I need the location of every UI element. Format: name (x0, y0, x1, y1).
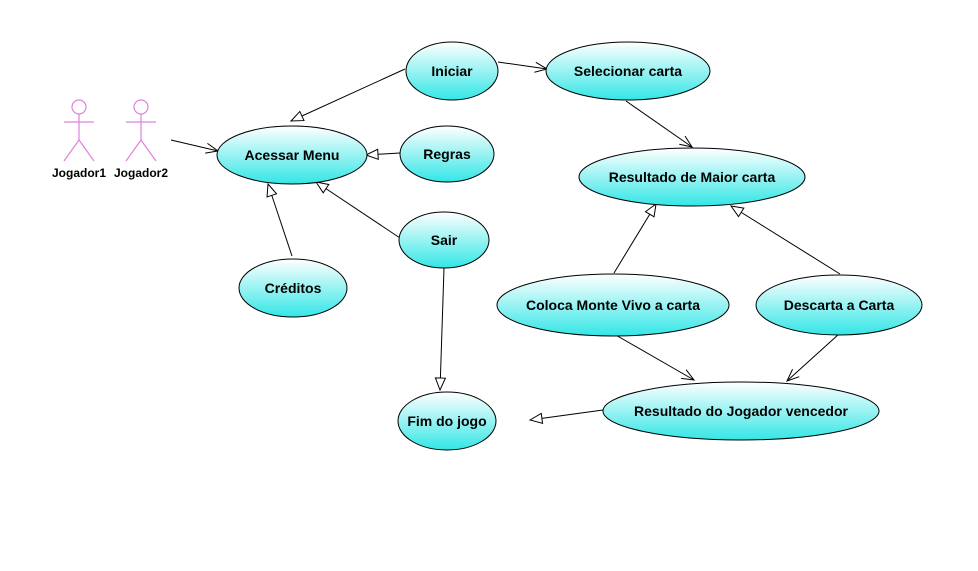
use-case-acessar-menu[interactable]: Acessar Menu (216, 125, 368, 185)
actor-jogador1[interactable]: Jogador1 (52, 99, 106, 180)
relation-coloca_monte_vivo-to-resultado_maior_carta (613, 202, 657, 274)
triangle-arrowhead (364, 148, 379, 161)
relations-layer (170, 61, 841, 425)
use-case-label: Descarta a Carta (784, 297, 895, 313)
triangle-arrowhead (289, 110, 305, 122)
use-case-label: Resultado de Maior carta (609, 169, 776, 185)
use-case-ellipse (496, 273, 730, 337)
use-case-ellipse (602, 381, 880, 441)
stick-figure-icon (63, 99, 95, 162)
relation-coloca_monte_vivo-to-resultado_vencedor (613, 333, 696, 381)
use-case-label: Regras (423, 146, 471, 162)
use-case-sair[interactable]: Sair (398, 211, 490, 269)
use-case-label: Acessar Menu (245, 147, 340, 163)
actor-label: Jogador2 (114, 166, 168, 180)
triangle-arrowhead (729, 205, 745, 218)
use-case-label: Iniciar (431, 63, 473, 79)
use-case-label: Resultado do Jogador vencedor (634, 403, 848, 419)
relation-iniciar-to-selecionar_carta (497, 61, 549, 73)
use-case-creditos[interactable]: Créditos (238, 258, 348, 318)
use-case-ellipse (397, 391, 497, 451)
use-case-ellipse (238, 258, 348, 318)
use-case-ellipse (399, 125, 495, 183)
use-case-iniciar[interactable]: Iniciar (405, 41, 499, 101)
relation-resultado_vencedor-to-fim_do_jogo (528, 409, 604, 425)
use-case-ellipse (545, 41, 711, 101)
use-case-ellipse (405, 41, 499, 101)
use-case-resultado-vencedor[interactable]: Resultado do Jogador vencedor (602, 381, 880, 441)
use-case-selecionar-carta[interactable]: Selecionar carta (545, 41, 711, 101)
actors-layer: Jogador1 Jogador2 (52, 99, 168, 180)
use-case-ellipse (398, 211, 490, 269)
use-case-label: Sair (431, 232, 458, 248)
use-case-ellipse (578, 147, 806, 207)
stick-figure-icon (125, 99, 157, 162)
use-case-label: Selecionar carta (574, 63, 682, 79)
actor-jogador2[interactable]: Jogador2 (114, 99, 168, 180)
use-case-resultado-maior-carta[interactable]: Resultado de Maior carta (578, 147, 806, 207)
relation-regras-to-acessar_menu (364, 148, 401, 161)
open-arrowhead (681, 369, 696, 381)
relation-selecionar_carta-to-resultado_maior_carta (625, 100, 694, 148)
use-case-descarta-carta[interactable]: Descarta a Carta (755, 274, 923, 336)
triangle-arrowhead (266, 182, 278, 198)
use-case-ellipse (755, 274, 923, 336)
triangle-arrowhead (644, 202, 657, 218)
triangle-arrowhead (314, 181, 330, 194)
use-case-label: Fim do jogo (407, 413, 486, 429)
relation-sair-to-fim_do_jogo (434, 267, 447, 392)
use-case-coloca-monte-vivo[interactable]: Coloca Monte Vivo a carta (496, 273, 730, 337)
use-case-fim-do-jogo[interactable]: Fim do jogo (397, 391, 497, 451)
use-case-ellipse (216, 125, 368, 185)
triangle-arrowhead (434, 377, 447, 392)
relation-jogador2-to-acessar_menu (170, 139, 220, 154)
open-arrowhead (679, 135, 694, 148)
use-case-regras[interactable]: Regras (399, 125, 495, 183)
relation-descarta_carta-to-resultado_maior_carta (729, 205, 841, 275)
actor-label: Jogador1 (52, 166, 106, 180)
use-case-label: Créditos (265, 280, 322, 296)
open-arrowhead (786, 369, 800, 382)
triangle-arrowhead (528, 412, 544, 425)
use-case-label: Coloca Monte Vivo a carta (526, 297, 700, 313)
relation-descarta_carta-to-resultado_vencedor (786, 333, 840, 382)
relation-sair-to-acessar_menu (314, 181, 401, 239)
relation-creditos-to-acessar_menu (266, 182, 293, 257)
relation-iniciar-to-acessar_menu (289, 68, 406, 122)
